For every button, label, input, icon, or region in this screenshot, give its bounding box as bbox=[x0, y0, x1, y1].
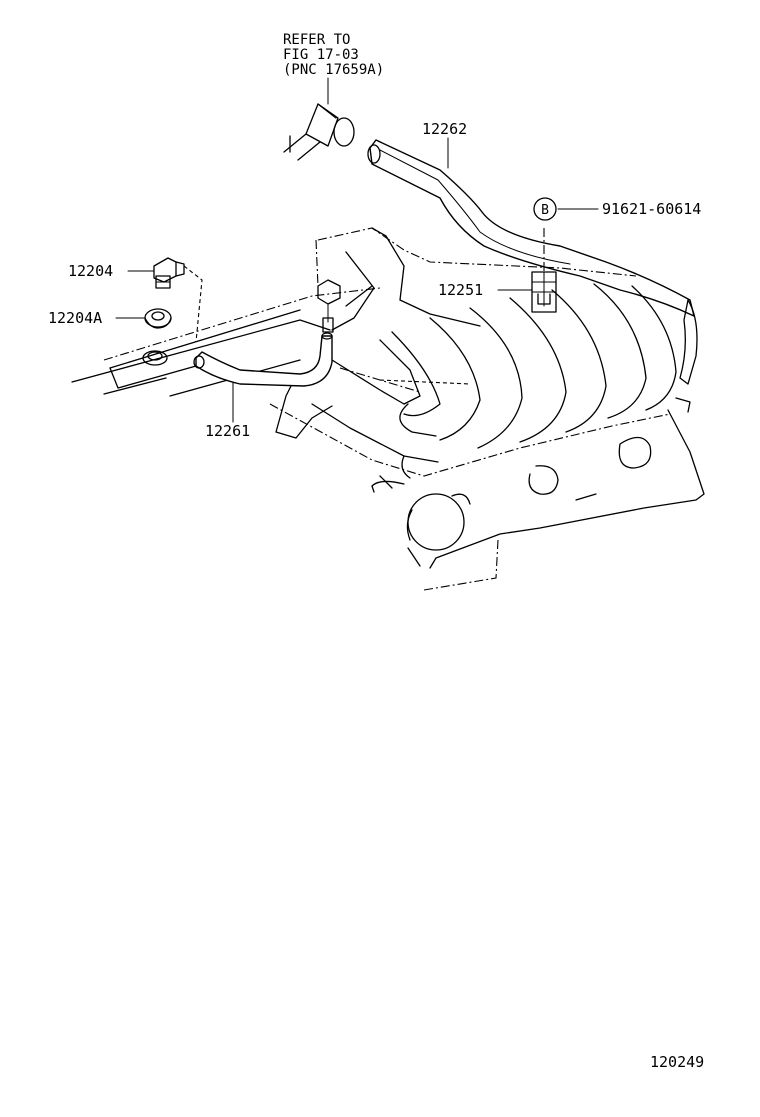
hose-clamp bbox=[531, 228, 557, 313]
reference-pipe-fitting bbox=[283, 103, 355, 161]
reference-note-line-3: (PNC 17659A) bbox=[283, 62, 384, 78]
reference-note-line-2: FIG 17-03 bbox=[283, 47, 359, 63]
bolt-marker: B bbox=[533, 197, 557, 221]
reference-note: REFER TO FIG 17-03 (PNC 17659A) bbox=[283, 32, 384, 105]
callout-hose-upper: 12262 bbox=[422, 120, 467, 138]
hose-joint-fitting bbox=[315, 239, 341, 333]
hose-lower-12261 bbox=[193, 332, 333, 387]
grommet bbox=[144, 308, 172, 329]
pcv-valve bbox=[153, 257, 203, 343]
intake-manifold bbox=[71, 227, 705, 591]
callout-valve: 12204 bbox=[68, 262, 113, 280]
hose-upper-12262 bbox=[367, 139, 698, 385]
leader-lines bbox=[115, 137, 599, 423]
callout-clamp: 12251 bbox=[438, 281, 483, 299]
callout-hose-lower: 12261 bbox=[205, 422, 250, 440]
bolt-marker-letter: B bbox=[541, 203, 549, 218]
callout-grommet: 12204A bbox=[48, 309, 102, 327]
reference-note-line-1: REFER TO bbox=[283, 32, 350, 48]
figure-number: 120249 bbox=[650, 1053, 704, 1071]
callout-bolt: 91621-60614 bbox=[602, 200, 701, 218]
